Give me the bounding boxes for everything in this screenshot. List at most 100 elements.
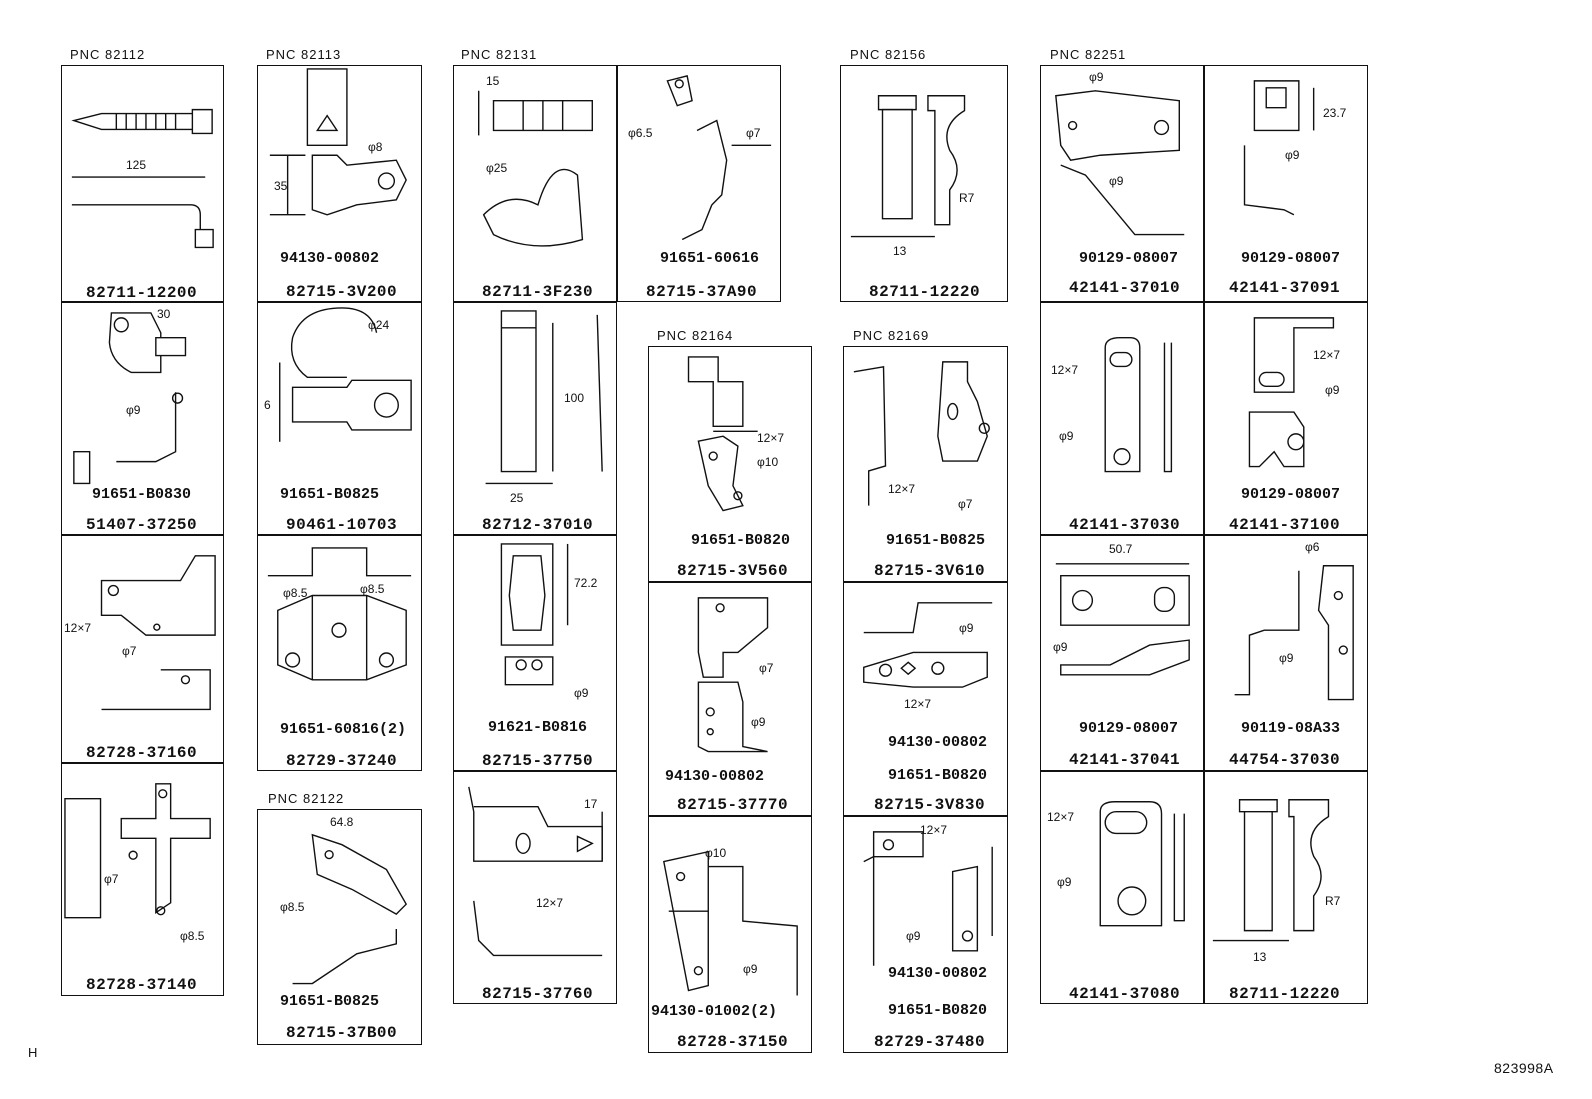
part-number: 90461-10703 xyxy=(286,516,398,534)
part-cell[interactable]: φ24 6 91651-B0825 90461-10703 xyxy=(257,302,422,535)
part-number: 82711-3F230 xyxy=(482,283,594,301)
dimension-label: 12×7 xyxy=(904,697,932,711)
dimension-label: φ9 xyxy=(743,962,758,976)
part-drawing xyxy=(258,66,421,301)
part-drawing xyxy=(454,772,616,1003)
part-number: 82729-37240 xyxy=(286,752,398,770)
part-cell[interactable]: 12×7 φ7 82728-37160 xyxy=(61,535,224,763)
part-cell[interactable]: 30 φ9 91651-B0830 51407-37250 xyxy=(61,302,224,535)
part-cell[interactable]: 12×7 φ10 91651-B0820 82715-3V560 xyxy=(648,346,812,582)
part-drawing xyxy=(62,303,223,534)
dimension-label: φ6.5 xyxy=(628,126,653,140)
part-cell[interactable]: φ9 φ9 90129-08007 42141-37010 xyxy=(1040,65,1204,302)
dimension-label: 50.7 xyxy=(1109,542,1133,556)
dimension-label: φ7 xyxy=(104,872,119,886)
pnc-label: PNC 82131 xyxy=(461,47,538,62)
part-cell[interactable]: 12×7 φ9 42141-37030 xyxy=(1040,302,1204,535)
corner-label: H xyxy=(28,1045,38,1060)
dimension-label: φ24 xyxy=(368,318,390,332)
part-drawing xyxy=(844,347,1007,581)
part-drawing xyxy=(1205,66,1367,301)
part-cell[interactable]: 35 φ8 94130-00802 82715-3V200 xyxy=(257,65,422,302)
part-drawing xyxy=(1041,536,1203,770)
part-cell[interactable]: φ10 φ9 94130-01002(2) 82728-37150 xyxy=(648,816,812,1053)
bolt-part-number: 91651-B0825 xyxy=(280,993,380,1010)
part-number: 82728-37150 xyxy=(677,1033,789,1051)
part-drawing xyxy=(649,817,811,1052)
bolt-part-number: 90129-08007 xyxy=(1079,250,1179,267)
part-number: 82715-3V830 xyxy=(874,796,986,814)
dimension-label: φ7 xyxy=(746,126,761,140)
dimension-label: φ10 xyxy=(705,846,727,860)
dimension-label: φ9 xyxy=(1089,70,1104,84)
part-cell[interactable]: φ6.5 φ7 91651-60616 82715-37A90 xyxy=(617,65,781,302)
part-cell[interactable]: φ7 φ9 94130-00802 82715-37770 xyxy=(648,582,812,816)
dimension-label: φ9 xyxy=(1057,875,1072,889)
part-cell[interactable]: 15 φ25 82711-3F230 xyxy=(453,65,617,302)
part-number: 42141-37010 xyxy=(1069,279,1181,297)
part-drawing xyxy=(1205,303,1367,534)
pnc-label: PNC 82122 xyxy=(268,791,345,806)
part-number: 51407-37250 xyxy=(86,516,198,534)
part-cell[interactable]: R7 13 82711-12220 xyxy=(840,65,1008,302)
pnc-label: PNC 82169 xyxy=(853,328,930,343)
part-cell[interactable]: 12×7 φ9 90129-08007 42141-37100 xyxy=(1204,302,1368,535)
dimension-label: 30 xyxy=(157,307,171,321)
part-drawing xyxy=(1205,772,1367,1003)
bolt-part-number: 91651-B0820 xyxy=(691,532,791,549)
dimension-label: 15 xyxy=(486,74,500,88)
part-cell[interactable]: φ9 12×7 94130-00802 91651-B0820 82715-3V… xyxy=(843,582,1008,816)
dimension-label: φ8.5 xyxy=(180,929,205,943)
dimension-label: φ7 xyxy=(759,661,774,675)
part-cell[interactable]: φ8.5 φ8.5 91651-60816(2) 82729-37240 xyxy=(257,535,422,771)
reference-code: 823998A xyxy=(1494,1060,1554,1076)
pnc-label: PNC 82113 xyxy=(266,47,342,62)
part-drawing xyxy=(258,536,421,770)
dimension-label: 6 xyxy=(264,398,271,412)
dimension-label: 100 xyxy=(564,391,585,405)
part-cell[interactable]: φ6 φ9 90119-08A33 44754-37030 xyxy=(1204,535,1368,771)
part-cell[interactable]: 100 25 82712-37010 xyxy=(453,302,617,535)
part-cell[interactable]: 12×7 φ7 91651-B0825 82715-3V610 xyxy=(843,346,1008,582)
part-cell[interactable]: φ7 φ8.5 82728-37140 xyxy=(61,763,224,996)
bolt-part-number: 94130-00802 xyxy=(280,250,380,267)
part-cell[interactable]: 12×7 φ9 42141-37080 xyxy=(1040,771,1204,1004)
part-cell[interactable]: 64.8 φ8.5 91651-B0825 82715-37B00 xyxy=(257,809,422,1045)
part-cell[interactable]: 12×7 φ9 94130-00802 91651-B0820 82729-37… xyxy=(843,816,1008,1053)
part-drawing xyxy=(62,536,223,762)
dimension-label: 12×7 xyxy=(757,431,785,445)
part-cell[interactable]: R7 13 82711-12220 xyxy=(1204,771,1368,1004)
part-cell[interactable]: 23.7 φ9 90129-08007 42141-37091 xyxy=(1204,65,1368,302)
bolt-part-number: 91651-B0825 xyxy=(886,532,986,549)
part-drawing xyxy=(454,536,616,770)
part-drawing xyxy=(1205,536,1367,770)
dimension-label: 64.8 xyxy=(330,815,354,829)
part-number: 82712-37010 xyxy=(482,516,594,534)
bolt-part-number: 91621-B0816 xyxy=(488,719,588,736)
part-drawing xyxy=(1041,772,1203,1003)
part-cell[interactable]: 50.7 φ9 90129-08007 42141-37041 xyxy=(1040,535,1204,771)
bolt-part-number: 90129-08007 xyxy=(1241,486,1341,503)
dimension-label: φ7 xyxy=(958,497,973,511)
part-cell[interactable]: 17 12×7 82715-37760 xyxy=(453,771,617,1004)
part-number: 42141-37091 xyxy=(1229,279,1341,297)
dimension-label: φ10 xyxy=(757,455,779,469)
part-number: 42141-37080 xyxy=(1069,985,1181,1003)
part-number: 82715-3V560 xyxy=(677,562,789,580)
dimension-label: R7 xyxy=(959,191,975,205)
dimension-label: 72.2 xyxy=(574,576,598,590)
bolt-part-number: 90129-08007 xyxy=(1241,250,1341,267)
part-number: 42141-37030 xyxy=(1069,516,1181,534)
part-number: 82715-3V200 xyxy=(286,283,398,301)
part-number: 82728-37140 xyxy=(86,976,198,994)
part-cell[interactable]: 72.2 φ9 91621-B0816 82715-37750 xyxy=(453,535,617,771)
bolt-part-number: 91651-60816(2) xyxy=(280,721,407,738)
bolt-part-number: 90129-08007 xyxy=(1079,720,1179,737)
part-cell[interactable]: 125 82711-12200 xyxy=(61,65,224,302)
pnc-label: PNC 82164 xyxy=(657,328,734,343)
dimension-label: φ8 xyxy=(368,140,383,154)
part-number: 44754-37030 xyxy=(1229,751,1341,769)
part-number: 82715-37760 xyxy=(482,985,594,1003)
dimension-label: 12×7 xyxy=(920,823,948,837)
part-number: 82728-37160 xyxy=(86,744,198,762)
